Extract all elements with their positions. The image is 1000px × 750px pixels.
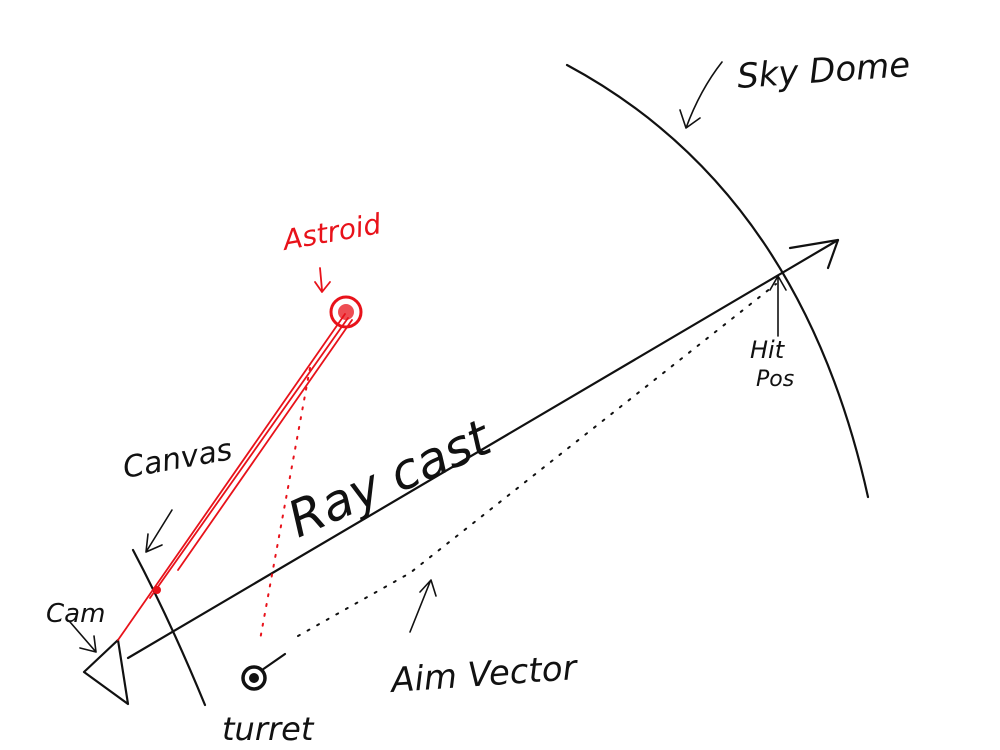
hit-pos-label-line2: Pos <box>756 367 794 392</box>
asteroid-projection-line <box>259 367 311 641</box>
asteroid-sight-line <box>117 313 346 641</box>
hit-pos-pointer-arrow <box>769 275 787 337</box>
ray-cast-label: Ray cast <box>279 408 501 549</box>
turret-barrel <box>260 652 287 672</box>
turret-label: turret <box>222 710 315 748</box>
asteroid-label: Astroid <box>279 207 384 257</box>
hit-pos-label-line1: Hit <box>750 336 786 364</box>
sky-dome-label: Sky Dome <box>736 45 912 97</box>
canvas-intersection-point <box>153 586 161 594</box>
aim-vector-pointer-arrow <box>409 579 437 633</box>
ray-cast-line <box>126 238 840 660</box>
canvas-pointer-arrow <box>145 509 173 553</box>
aim-vector-line <box>297 283 777 637</box>
aim-vector-label: Aim Vector <box>388 648 580 701</box>
camera-triangle <box>82 638 130 706</box>
asteroid-sight-line-3 <box>177 319 353 571</box>
sky-dome-pointer-arrow <box>679 61 723 129</box>
asteroid-sight-line-2 <box>149 317 349 599</box>
canvas-line <box>131 548 207 707</box>
asteroid-pointer-arrow <box>314 267 331 293</box>
canvas-label: Canvas <box>120 432 235 486</box>
ray-cast-arrowhead <box>788 238 840 270</box>
cam-label: Cam <box>46 599 105 629</box>
asteroid-core <box>338 304 354 320</box>
turret-core <box>249 673 259 683</box>
turret <box>241 665 267 691</box>
asteroid <box>329 295 363 329</box>
sky-dome-arc <box>565 63 870 499</box>
cam-pointer-arrow <box>69 621 97 653</box>
